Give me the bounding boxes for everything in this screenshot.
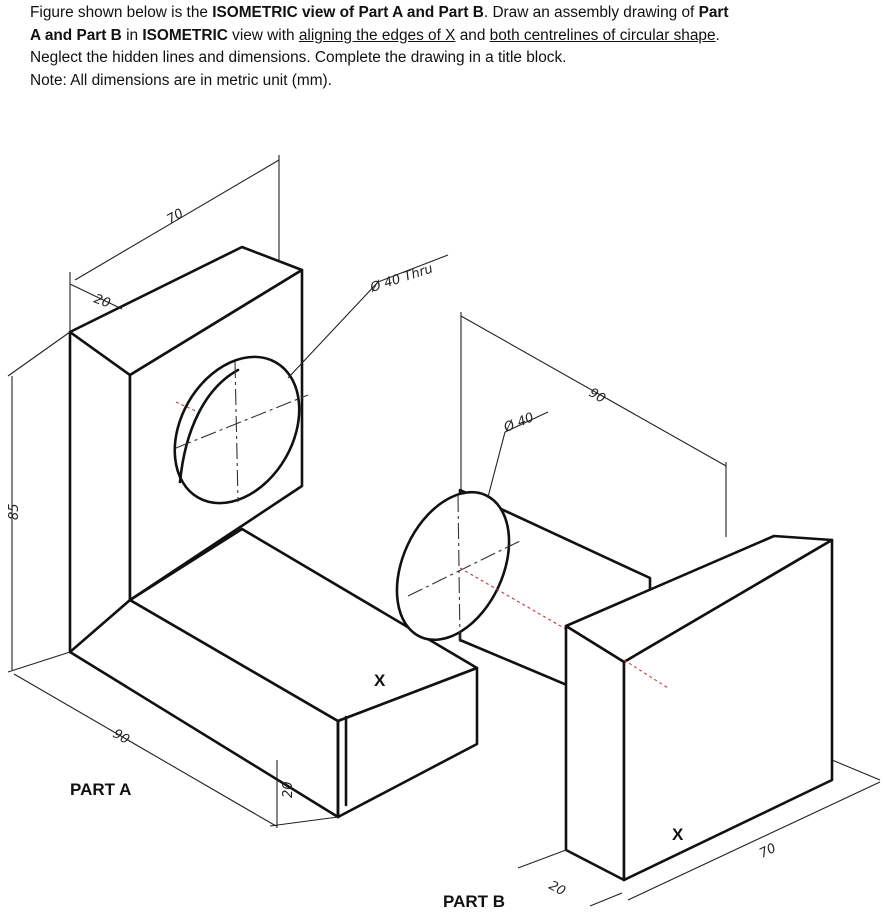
emphasis-run: ISOMETRIC view of Part A and Part B [212, 4, 484, 21]
edge-mark-x-part-b: X [672, 825, 684, 844]
dim-20-bottom-ext [269, 816, 339, 827]
dim-90-bottom: 90 [110, 726, 132, 747]
dim-85-ext-bottom [7, 651, 71, 673]
boss-centerline-vertical [457, 495, 461, 643]
plate-front-face [622, 538, 834, 882]
underlined-run: both centrelines of circular shape [489, 26, 716, 44]
dim-70-line [74, 159, 280, 281]
part-a: 70 20 Ø 40 Thru 85 90 20 X PART A [7, 155, 479, 828]
hole-leader [287, 281, 379, 379]
dim-90-line [13, 673, 277, 827]
edge-mark-x-part-a: X [374, 671, 386, 690]
dim-20-b-line-left [517, 849, 567, 869]
dim-85: 85 [7, 503, 22, 520]
through-hole-inner-edge [178, 368, 240, 484]
hole-centerline-accent [175, 401, 199, 413]
text-run: view with [227, 26, 299, 44]
through-hole [173, 355, 301, 505]
emphasis-run: A and Part B [30, 26, 122, 44]
part-a-upright-front-face [128, 268, 304, 602]
dim-70-top: 70 [165, 206, 187, 227]
dim-85-ext-top [7, 331, 71, 377]
cylinder-end-face [395, 490, 511, 642]
dim-20-bottom: 20 [281, 781, 296, 798]
boss-leader [487, 431, 506, 498]
dim-20-line [69, 283, 123, 310]
plate-side-face [564, 624, 626, 882]
boss-centerline-horizontal [407, 539, 523, 597]
dim-70-b-line [627, 781, 881, 901]
instruction-line-4: Note: All dimensions are in metric unit … [30, 71, 332, 89]
dim-20-part-b: 20 [546, 878, 568, 899]
part-a-label: PART A [70, 780, 131, 799]
instructions-text: Figure shown below is the ISOMETRIC view… [30, 2, 880, 92]
boss-leader-shelf [504, 411, 549, 433]
dim-20-top: 20 [92, 292, 113, 312]
part-b-label: PART B [443, 892, 505, 911]
instruction-line-3: Neglect the hidden lines and dimensions.… [30, 49, 567, 66]
dim-20-b-line-right [589, 892, 623, 907]
dim-hole-diameter: Ø 40 Thru [368, 262, 435, 297]
emphasis-run: Part [698, 4, 729, 21]
dim-70-part-b: 70 [757, 841, 778, 862]
dim-boss-diameter: Ø 40 [501, 410, 536, 436]
text-run: and [455, 26, 490, 44]
text-run: Figure shown below is the [30, 4, 213, 21]
text-run: in [121, 26, 143, 44]
hole-leader-shelf [377, 254, 449, 283]
instruction-line-2: A and Part B in ISOMETRIC view with alig… [30, 25, 880, 48]
emphasis-run: ISOMETRIC [142, 26, 228, 44]
text-run: . Draw an assembly drawing of [483, 4, 699, 21]
dim-70-b-ext [831, 759, 881, 781]
underlined-run: aligning the edges of X [298, 26, 456, 44]
dim-90-b-line [460, 315, 727, 467]
text-run: . [715, 26, 720, 44]
boss-axis-continuation [623, 659, 669, 689]
instruction-line-1: Figure shown below is the ISOMETRIC view… [30, 2, 880, 25]
hole-centerline-horizontal [175, 394, 309, 449]
hole-centerline-vertical [234, 361, 239, 503]
part-b: 90 Ø 40 20 70 X PART B [395, 312, 881, 911]
dim-90-part-b: 90 [586, 385, 608, 406]
